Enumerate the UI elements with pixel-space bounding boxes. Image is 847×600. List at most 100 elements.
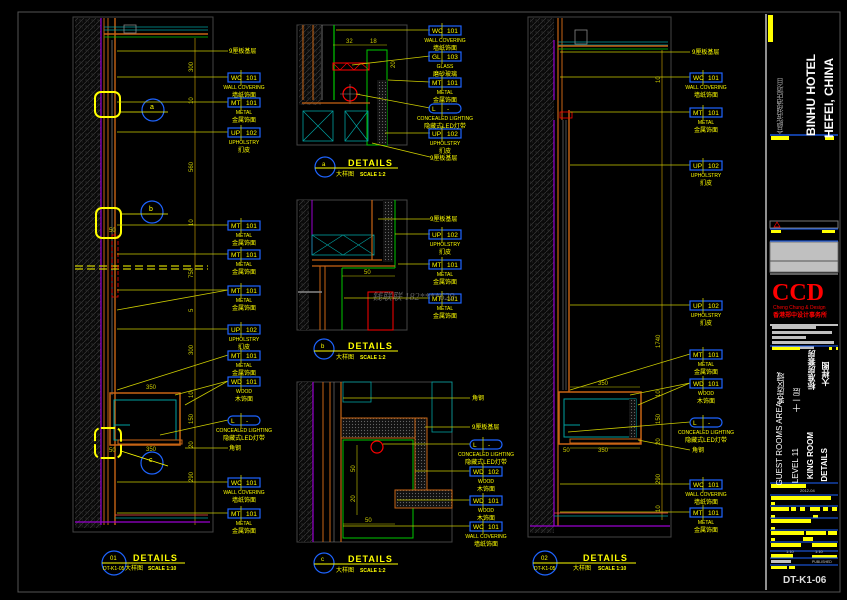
- svg-text:350: 350: [146, 385, 157, 391]
- svg-text:Cheng Chung & Design: Cheng Chung & Design: [773, 305, 826, 311]
- tag-label-en: METAL: [236, 233, 253, 239]
- callout-a[interactable]: a: [120, 98, 168, 122]
- detail-c-title: c DETAILS 大样图 SCALE 1:2: [313, 552, 398, 574]
- tag-border: [227, 477, 261, 488]
- tag-code: MT: [231, 223, 240, 230]
- tag-code: MT: [693, 352, 702, 359]
- tag-border: [689, 349, 723, 360]
- tag-code: MT: [231, 288, 240, 295]
- tag-label-en: METAL: [437, 90, 454, 96]
- svg-text:DT-K1-05: DT-K1-05: [534, 566, 556, 572]
- room-en: KING ROOM: [806, 432, 815, 480]
- note-plywood: 9厘板基层: [472, 423, 499, 431]
- tag-border: [227, 127, 261, 138]
- callout-box-c: [94, 427, 122, 459]
- tag-number: 101: [246, 288, 257, 295]
- svg-text:290: 290: [656, 473, 662, 484]
- tag-number: -: [447, 106, 449, 113]
- tag-border: [227, 415, 261, 426]
- tag-label-en: UPHOLSTRY: [691, 173, 722, 179]
- tag-border: [227, 508, 261, 519]
- tag-label-cn: 木饰面: [697, 397, 715, 405]
- note-angle-steel: 角钢: [472, 394, 484, 402]
- detail-02-title: 02 DT-K1-05 DETAILS 大样图 SCALE 1:10: [532, 550, 636, 576]
- level-cn: 十一层: [792, 388, 801, 412]
- svg-text:SCALE 1:2: SCALE 1:2: [360, 568, 386, 574]
- project-name-line1: BINHU HOTEL: [804, 54, 818, 136]
- svg-text:50: 50: [364, 270, 371, 276]
- tag-border: [428, 128, 462, 139]
- tag-border: [469, 521, 503, 532]
- tag-label-en: GLASS: [437, 64, 454, 70]
- tag-border: [428, 229, 462, 240]
- svg-text:香港郑中设计事务所: 香港郑中设计事务所: [772, 311, 827, 319]
- tag-label-en: CONCEALED LIGHTING: [216, 428, 272, 434]
- tag-label-cn: 隐藏式LED灯带: [685, 436, 727, 444]
- svg-text:10: 10: [189, 97, 195, 104]
- tag-code: UP: [231, 327, 240, 334]
- svg-text:大样图: 大样图: [125, 564, 143, 572]
- tag-label-cn: 金属饰面: [694, 368, 718, 376]
- tag-border: [428, 103, 462, 114]
- svg-text:300: 300: [189, 61, 195, 72]
- tag-label-en: WOOD: [478, 479, 494, 485]
- title-block: 1:10 1:10 PUBLISHED 2012-04: [768, 15, 839, 569]
- tag-border: [428, 77, 462, 88]
- tag-label-cn: 金属饰面: [433, 96, 457, 104]
- tag-number: 102: [447, 232, 458, 239]
- callout-c[interactable]: c: [120, 450, 169, 475]
- callout-b[interactable]: b: [121, 200, 168, 224]
- tag-number: 101: [246, 511, 257, 518]
- date-code: 2012-04: [800, 488, 815, 493]
- level-en: LEVEL 11: [791, 448, 800, 484]
- tag-number: 101: [246, 379, 257, 386]
- tag-number: 101: [708, 381, 719, 388]
- tag-border: [469, 495, 503, 506]
- svg-text:32: 32: [346, 39, 353, 45]
- tag-code: UP: [432, 232, 441, 239]
- tag-border: [227, 72, 261, 83]
- svg-text:大样图: 大样图: [573, 564, 591, 572]
- tag-label-cn: 金属饰面: [232, 304, 256, 312]
- svg-text:10: 10: [656, 505, 662, 512]
- tag-label-cn: 金属饰面: [232, 116, 256, 124]
- svg-text:560: 560: [189, 161, 195, 172]
- tag-label-cn: 扪皮: [439, 147, 451, 155]
- tag-label-en: UPHOLSTRY: [430, 242, 461, 248]
- svg-text:150: 150: [656, 413, 662, 424]
- tag-border: [227, 285, 261, 296]
- tag-code: WD: [693, 381, 704, 388]
- svg-text:DETAILS: DETAILS: [583, 553, 628, 563]
- firm-logo: CCD Cheng Chung & Design 香港郑中设计事务所: [772, 280, 827, 319]
- svg-text:DT-K1-05: DT-K1-05: [103, 566, 125, 572]
- sheet-title-en: DETAILS: [820, 448, 829, 482]
- tag-label-en: METAL: [437, 306, 454, 312]
- svg-text:SCALE 1:2: SCALE 1:2: [360, 355, 386, 361]
- tag-border: [428, 51, 462, 62]
- tag-label-cn: 墙纸饰面: [694, 91, 718, 99]
- detail-01-leaders: [116, 50, 229, 514]
- tag-border: [469, 439, 503, 450]
- tag-code: MT: [432, 296, 441, 303]
- svg-text:18: 18: [370, 39, 377, 45]
- tag-label-en: METAL: [698, 120, 715, 126]
- watermark: 钱联联 182****629: [372, 291, 455, 303]
- tag-code: WC: [432, 28, 443, 35]
- tag-number: -: [246, 418, 248, 425]
- tag-number: 101: [488, 498, 499, 505]
- detail-c-leaders: [343, 397, 470, 527]
- svg-text:350: 350: [146, 447, 157, 453]
- sheet-number: DT-K1-06: [783, 575, 827, 586]
- tag-label-cn: 墙纸饰面: [232, 91, 256, 99]
- tag-label-cn: 金属饰面: [433, 312, 457, 320]
